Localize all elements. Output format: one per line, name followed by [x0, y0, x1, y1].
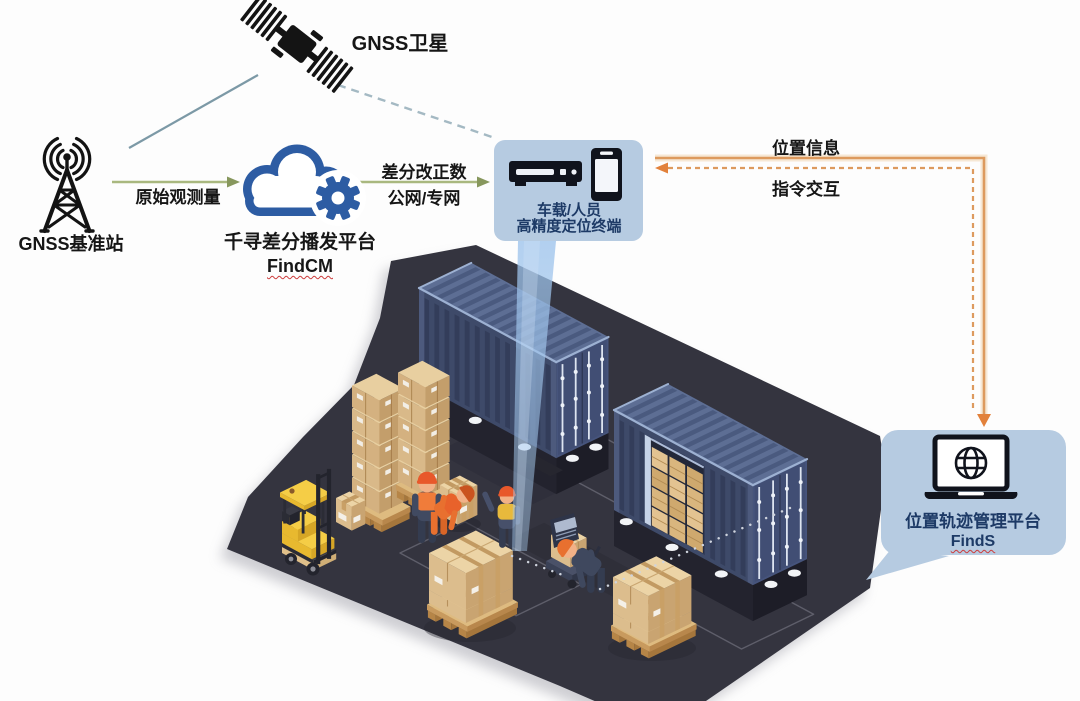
position-info-label: 位置信息: [772, 139, 840, 158]
terminal-label-line2: 高精度定位终端: [516, 218, 622, 235]
container-2: [612, 383, 809, 622]
correction-data-label: 差分改正数: [381, 163, 467, 182]
flow-command: [655, 162, 975, 412]
command-label: 指令交互: [772, 180, 840, 199]
workers: [411, 471, 605, 593]
laptop-globe-icon: [924, 434, 1018, 500]
terminal-label-line1: 车载/人员: [536, 202, 602, 219]
network-label: 公网/专网: [387, 189, 461, 208]
satellite-label: GNSS卫星: [351, 33, 449, 55]
broadcast-platform-label: 千寻差分播发平台: [223, 232, 377, 253]
management-platform-label: 位置轨迹管理平台: [905, 512, 1041, 531]
terminal-node: [494, 140, 643, 241]
raw-observation-label: 原始观测量: [135, 188, 221, 207]
link-satellite-terminal: [337, 83, 493, 139]
base-station-label: GNSS基准站: [18, 234, 124, 254]
satellite-icon: [240, 0, 354, 93]
radio-tower-icon: [39, 136, 95, 233]
positioning-beam: [512, 241, 556, 551]
gnss-receiver-icon: [509, 161, 582, 186]
pallet-box-right: [608, 556, 697, 661]
flow-position-info: [655, 154, 991, 427]
arrow-cloud-terminal: [358, 176, 490, 188]
cloud-gear-icon: [243, 144, 366, 226]
smartphone-icon: [591, 148, 622, 201]
findcm-label: FindCM: [267, 256, 333, 276]
link-station-satellite: [128, 74, 259, 149]
forklift: [280, 468, 366, 576]
pallet-box-center: [424, 530, 518, 642]
finds-label: FindS: [950, 533, 996, 550]
management-node: [866, 430, 1066, 580]
arrow-station-cloud: [112, 176, 240, 188]
